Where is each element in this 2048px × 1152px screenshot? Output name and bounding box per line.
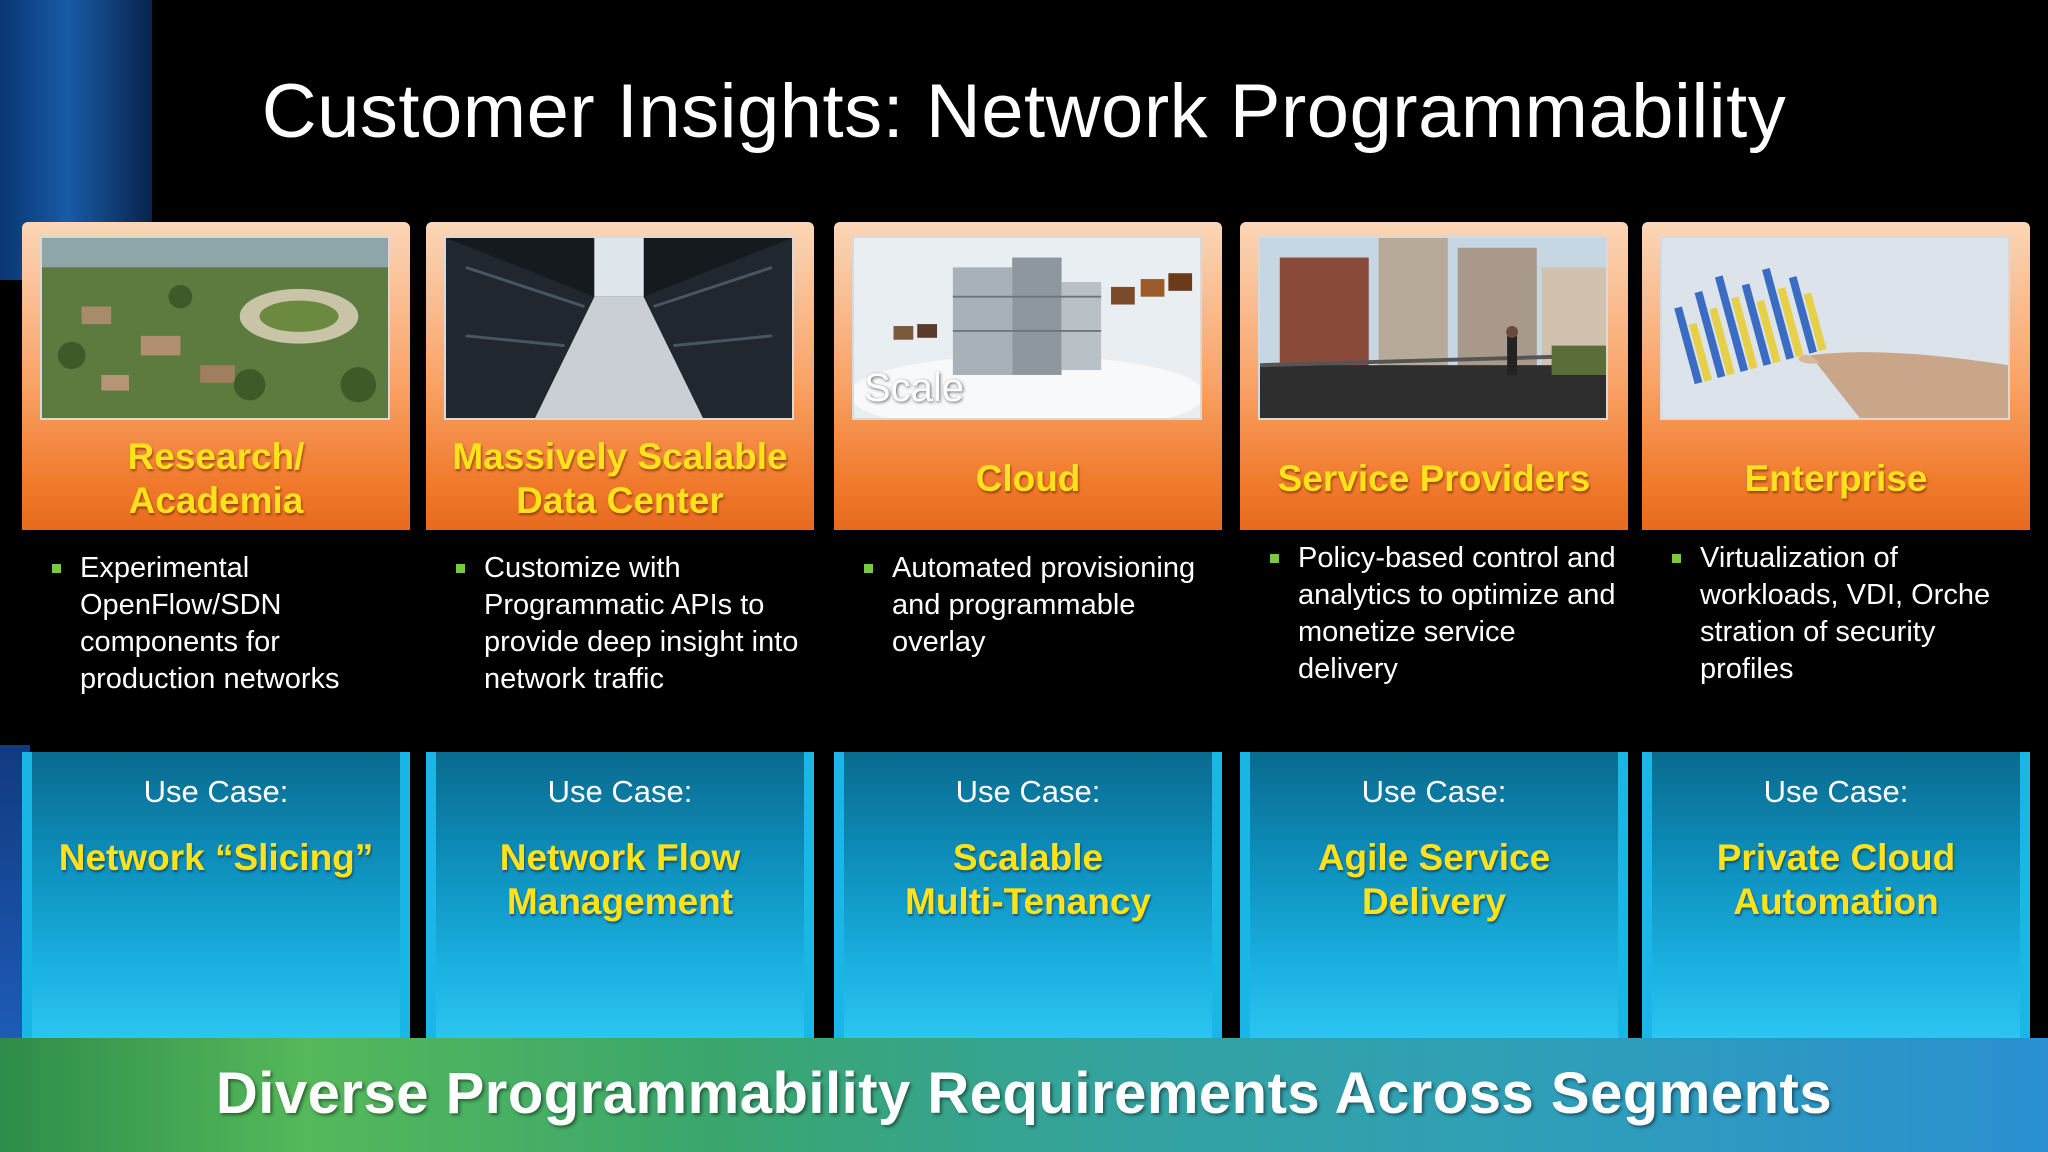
use-case-label: Use Case: [1361,774,1507,809]
segment-column-enterprise: Enterprise Virtualization of workloads, … [1642,222,2030,1038]
segment-description: Experimental OpenFlow/SDN components for… [22,550,410,750]
segment-title: Massively Scalable Data Center [452,436,788,521]
use-case-value: Scalable Multi-Tenancy [905,837,1151,922]
use-case-value: Agile Service Delivery [1317,837,1551,922]
use-case-panel: Use Case: Network Flow Management [426,752,814,1038]
segment-header: Massively Scalable Data Center [426,222,814,530]
banner-text: Diverse Programmability Requirements Acr… [215,1061,1833,1126]
bullet-text: Experimental OpenFlow/SDN components for… [80,552,340,695]
use-case-label: Use Case: [1763,774,1909,809]
segment-header: Research/ Academia [22,222,410,530]
segment-column-research: Research/ Academia Experimental OpenFlow… [22,222,410,1038]
bullet-marker [52,564,61,573]
cloud-scale-photo: Scale [852,236,1202,420]
segment-column-cloud: Scale Cloud Automated provisioning and p… [834,222,1222,1038]
use-case-panel: Use Case: Scalable Multi-Tenancy [834,752,1222,1038]
segment-description: Automated provisioning and programmable … [834,550,1222,750]
segment-description: Virtualization of workloads, VDI, Orche … [1642,540,2030,740]
segment-title: Research/ Academia [127,436,305,521]
use-case-label: Use Case: [955,774,1101,809]
bottom-banner: Diverse Programmability Requirements Acr… [0,1038,2048,1152]
use-case-panel: Use Case: Private Cloud Automation [1642,752,2030,1038]
bullet-text: Policy-based control and analytics to op… [1298,542,1616,685]
bullet-text: Customize with Programmatic APIs to prov… [484,552,799,695]
use-case-value: Private Cloud Automation [1716,837,1956,922]
segment-description: Customize with Programmatic APIs to prov… [426,550,814,750]
use-case-label: Use Case: [547,774,693,809]
segment-column-data-center: Massively Scalable Data Center Customize… [426,222,814,1038]
bullet-marker [456,564,465,573]
segment-column-service-providers: Service Providers Policy-based control a… [1240,222,1628,1038]
use-case-label: Use Case: [143,774,289,809]
photo-caption: Scale [864,366,965,410]
use-case-value: Network “Slicing” [58,837,374,878]
segment-title: Service Providers [1277,458,1591,499]
city-street-photo [1258,236,1608,420]
slide-title: Customer Insights: Network Programmabili… [261,69,1787,154]
use-case-panel: Use Case: Agile Service Delivery [1240,752,1628,1038]
use-case-value: Network Flow Management [499,837,741,922]
data-center-photo [444,236,794,420]
campus-aerial-photo [40,236,390,420]
segment-header: Enterprise [1642,222,2030,530]
segment-header: Scale Cloud [834,222,1222,530]
bullet-marker [1672,554,1681,563]
bullet-marker [1270,554,1279,563]
bar-chart-report-photo [1660,236,2010,420]
use-case-panel: Use Case: Network “Slicing” [22,752,410,1038]
bullet-marker [864,564,873,573]
segment-description: Policy-based control and analytics to op… [1240,540,1628,740]
bullet-text: Automated provisioning and programmable … [892,552,1196,658]
segment-header: Service Providers [1240,222,1628,530]
bullet-text: Virtualization of workloads, VDI, Orche … [1700,542,1991,685]
segment-title: Cloud [975,458,1081,499]
segment-title: Enterprise [1744,458,1928,499]
